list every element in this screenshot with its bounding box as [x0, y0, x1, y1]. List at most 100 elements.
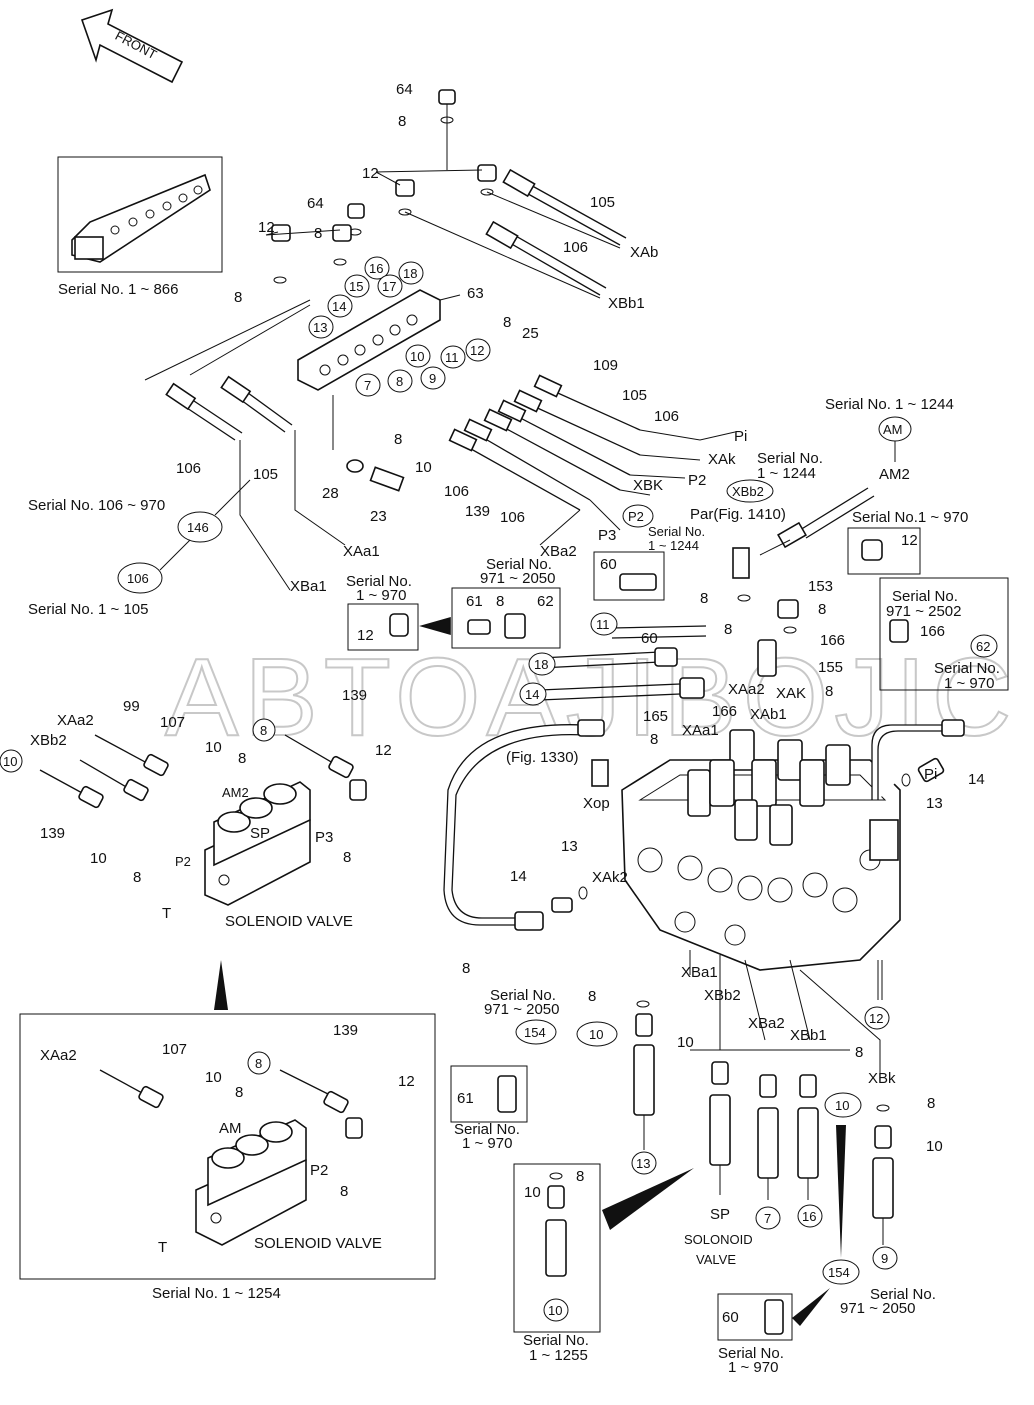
solonoid-label: SOLONOID — [684, 1232, 753, 1247]
part-99: 99 — [123, 698, 140, 715]
port-p2: P2 — [688, 472, 706, 489]
part-8-box: 8 — [496, 593, 504, 610]
part-12b: 12 — [258, 219, 275, 236]
serial-1-970-box: Serial No.1 ~ 970 — [852, 509, 968, 526]
part-12-inset: 12 — [901, 532, 918, 549]
part-10-upper2: 10 — [90, 850, 107, 867]
callout-10: 10 — [410, 349, 424, 364]
part-8-lower2: 8 — [340, 1183, 348, 1200]
callout-10-b: 10 — [835, 1098, 849, 1113]
bottom-right: XBa1 XBb2 XBa2 XBb1 XBk 10 8 SP SOLONOID… — [677, 950, 943, 1376]
serial-106-970: Serial No. 106 ~ 970 — [28, 497, 165, 514]
manifold-block — [297, 289, 461, 391]
callout-12: 12 — [470, 343, 484, 358]
callout-13: 13 — [313, 320, 327, 335]
part-105: 105 — [590, 194, 615, 211]
part-61: 61 — [466, 593, 483, 610]
serial-range-a: 1 ~ 1244 — [757, 465, 816, 482]
part-8c: 8 — [234, 289, 242, 306]
part-139-bundle: 139 — [465, 503, 490, 520]
serial-range-1-970-f: 1 ~ 970 — [356, 587, 406, 604]
part-12-lower: 12 — [398, 1073, 415, 1090]
part-60-box: 60 — [600, 556, 617, 573]
part-8-upper: 8 — [238, 750, 246, 767]
callout-14-m: 14 — [525, 687, 539, 702]
port-xak-valve: XAK — [776, 685, 806, 702]
labels-mid: 8 25 109 105 106 Pi XAk XBK P2 P3 XBa2 X… — [176, 314, 747, 595]
port-am2: AM2 — [879, 466, 910, 483]
port-xak2: XAk2 — [592, 869, 628, 886]
serial-1-866: Serial No. 1 ~ 866 — [58, 281, 179, 298]
port-xba2-bot: XBa2 — [748, 1015, 785, 1032]
serial-label-d: Serial No. — [934, 660, 1000, 677]
part-64: 64 — [396, 81, 413, 98]
port-xaa2-lower: XAa2 — [40, 1047, 77, 1064]
solenoid-valve-lower: SOLENOID VALVE T AM P2 XAa2 107 10 8 139… — [19, 1013, 436, 1302]
port-sp-bot: SP — [710, 1206, 730, 1223]
port-p3: P3 — [598, 527, 616, 544]
serial-range-971-2050-j: 971 ~ 2050 — [840, 1300, 916, 1317]
part-8-lower: 8 — [235, 1084, 243, 1101]
manifold-inset: Serial No. 1 ~ 866 — [57, 156, 223, 298]
callout-16: 16 — [369, 261, 383, 276]
part-8-mid: 8 — [503, 314, 511, 331]
port-xab1: XAb1 — [750, 706, 787, 723]
serial-label-c: Serial No. — [892, 588, 958, 605]
serial-label-i: Serial No. — [523, 1332, 589, 1349]
solenoid-valve-upper: SOLENOID VALVE T SP AM2 P2 P3 XAa2 XBb2 … — [0, 687, 392, 930]
callout-62: 62 — [976, 639, 990, 654]
serial-range-971-2050-e: 971 ~ 2050 — [480, 570, 556, 587]
callout-10-a: 10 — [589, 1027, 603, 1042]
serial-label-a: Serial No. — [757, 450, 823, 467]
callout-18-m: 18 — [534, 657, 548, 672]
callout-8-lower: 8 — [255, 1056, 262, 1071]
hoses-middle — [448, 374, 736, 546]
callout-15: 15 — [349, 279, 363, 294]
inset-boxes-mid: 60 61 8 62 Serial No. 971 ~ 2050 12 Seri… — [346, 551, 665, 651]
serial-range-b: 1 ~ 1244 — [648, 538, 699, 553]
part-166: 166 — [820, 632, 845, 649]
front-arrow: FRONT — [80, 8, 184, 84]
serial-1-105: Serial No. 1 ~ 105 — [28, 601, 149, 618]
port-p2-sol: P2 — [175, 854, 191, 869]
port-sp: SP — [250, 825, 270, 842]
part-8-bot-a: 8 — [588, 988, 596, 1005]
part-12-upper-r: 12 — [375, 742, 392, 759]
inset-elbow-right: 12 Serial No.1 ~ 970 — [847, 509, 968, 575]
callout-10-box-b: 10 — [548, 1303, 562, 1318]
part-25: 25 — [522, 325, 539, 342]
callout-16-bot: 16 — [802, 1209, 816, 1224]
part-107-upper: 107 — [160, 714, 185, 731]
part-10-lower: 10 — [205, 1069, 222, 1086]
callouts-left: 146 106 Serial No. 106 ~ 970 Serial No. … — [28, 479, 251, 618]
port-xaa1: XAa1 — [343, 543, 380, 560]
part-106: 106 — [563, 239, 588, 256]
callout-p2: P2 — [628, 509, 644, 524]
control-valve-body — [621, 729, 901, 1000]
part-8-m2: 8 — [818, 601, 826, 618]
top-fittings — [265, 89, 497, 284]
serial-label-k: Serial No. — [718, 1345, 784, 1362]
callouts-right: XBb2 P2 AM Serial No. 1 ~ 1244 AM2 Seria… — [622, 396, 954, 553]
callout-xbb2: XBb2 — [732, 484, 764, 499]
serial-label-j: Serial No. — [870, 1286, 936, 1303]
callout-17: 17 — [382, 279, 396, 294]
callout-7: 7 — [364, 378, 371, 393]
part-155-inset: 166 — [920, 623, 945, 640]
part-14-108: 14 — [510, 868, 527, 885]
part-12-box: 12 — [357, 627, 374, 644]
serial-range-1-1255: 1 ~ 1255 — [529, 1347, 588, 1364]
callout-106: 106 — [127, 571, 149, 586]
part-106-left: 106 — [176, 460, 201, 477]
port-xak: XAk — [708, 451, 736, 468]
part-10-xbk: 10 — [926, 1138, 943, 1155]
hose-am2 — [732, 487, 875, 579]
hoses-top — [404, 168, 627, 299]
port-pi: Pi — [734, 428, 747, 445]
port-xab: XAb — [630, 244, 658, 261]
separator-arrows — [214, 960, 228, 1010]
part-63: 63 — [467, 285, 484, 302]
port-xaa2-upper: XAa2 — [57, 712, 94, 729]
serial-range-971-2502: 971 ~ 2502 — [886, 603, 962, 620]
callout-8: 8 — [396, 374, 403, 389]
